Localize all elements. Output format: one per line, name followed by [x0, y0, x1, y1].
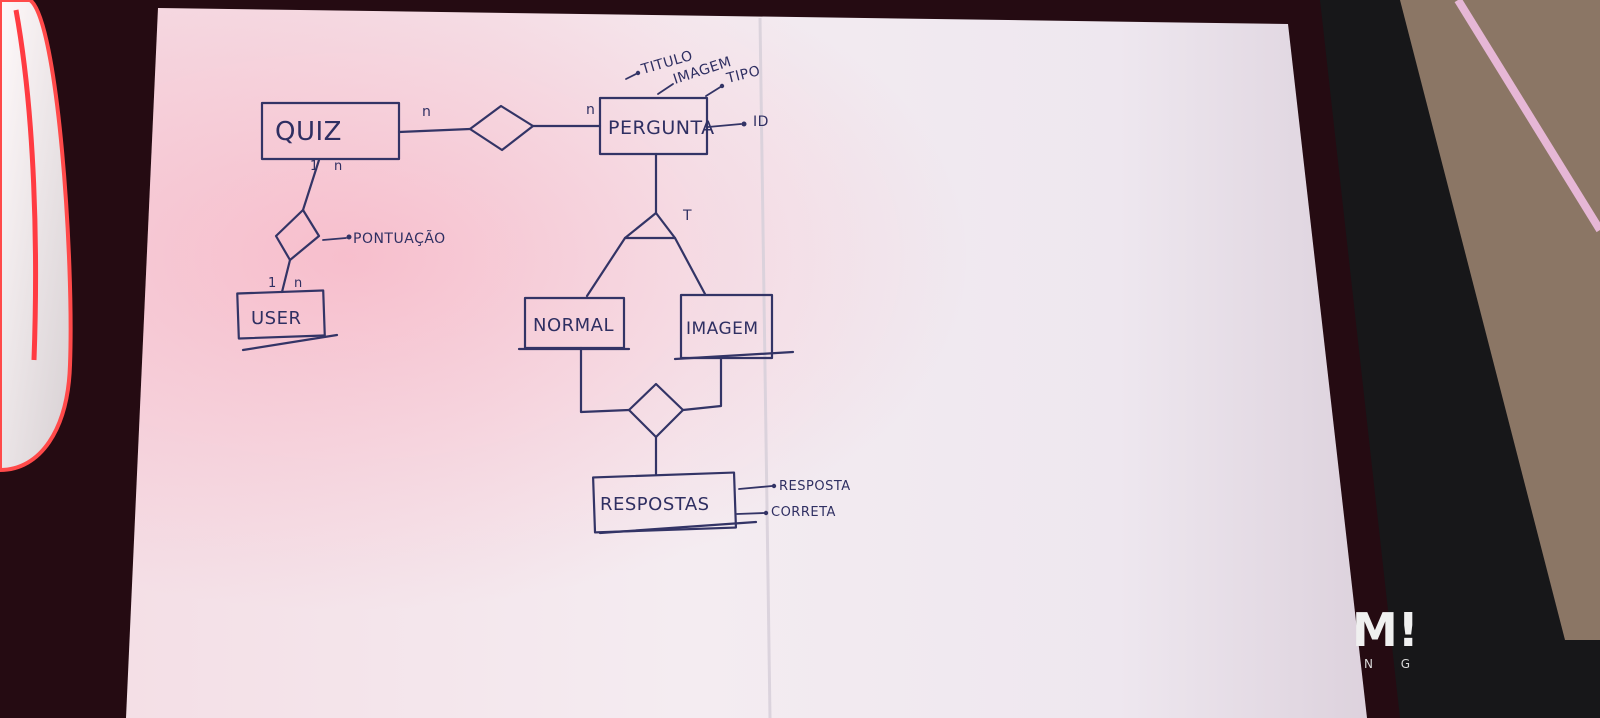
- pontuacao-attribute-dot: [346, 234, 352, 240]
- correta-attribute-line: [736, 512, 765, 515]
- specialization-to-imagem-line: [673, 236, 707, 296]
- id-attribute-dot: [741, 121, 747, 127]
- er-diagram: QUIZ PERGUNTA USER NORMAL IMAGEM RESPOST…: [236, 48, 851, 535]
- specialization-to-normal-line: [585, 236, 627, 298]
- pink-cable: [1454, 0, 1600, 233]
- specialization-triangle: [623, 211, 677, 240]
- paper-fold: [758, 17, 772, 718]
- imagem-to-answer-relationship-line: [681, 356, 723, 412]
- user-cardinality-n: n: [294, 276, 303, 291]
- tipo-attribute-dot: [719, 83, 725, 89]
- normal-entity-label: NORMAL: [533, 315, 614, 336]
- titulo-attribute-line: [625, 72, 639, 80]
- resposta-attribute-dot: [771, 483, 777, 489]
- resposta-attribute-label: RESPOSTA: [779, 479, 851, 494]
- imagem-entity-box: [679, 293, 774, 360]
- respostas-entity-box: [592, 471, 738, 534]
- quiz-user-cardinality-n: n: [334, 159, 343, 174]
- wooden-desk-edge: [1400, 0, 1600, 640]
- quiz-entity-label: QUIZ: [275, 117, 342, 147]
- quiz-user-relationship-diamond: [274, 208, 321, 262]
- quiz-to-user-relationship-line: [301, 158, 321, 212]
- specialization-label: T: [682, 208, 692, 224]
- id-attribute-label: ID: [753, 114, 769, 130]
- user-entity-label: USER: [251, 308, 301, 329]
- user-entity-box: [236, 289, 326, 340]
- mouse: [0, 0, 73, 473]
- imagem-attribute-line: [657, 83, 674, 95]
- correta-attribute-label: CORRETA: [771, 505, 836, 520]
- user-cardinality-one: 1: [268, 276, 277, 291]
- normal-to-answer-relationship-line: [579, 346, 631, 414]
- imagem-entity-label: IMAGEM: [686, 319, 759, 339]
- imagem-underline: [673, 350, 795, 361]
- logo-text: M!: [1352, 603, 1419, 657]
- logo-subtext: N G: [1364, 657, 1422, 671]
- paper-sheet: [126, 8, 1367, 718]
- resposta-attribute-line: [738, 485, 773, 490]
- pontuacao-attribute-line: [322, 237, 347, 241]
- titulo-attribute-dot: [635, 70, 641, 76]
- respostas-entity-label: RESPOSTAS: [600, 494, 710, 515]
- relationship-to-user-line: [280, 258, 292, 294]
- id-attribute-line: [707, 123, 742, 128]
- background-logo: M! N G: [1352, 603, 1422, 671]
- quiz-user-cardinality-one: 1: [310, 159, 319, 174]
- user-underline: [241, 333, 339, 352]
- respostas-underline: [598, 520, 758, 535]
- pergunta-entity-label: PERGUNTA: [608, 117, 715, 139]
- pontuacao-attribute-label: PONTUAÇÃO: [353, 230, 446, 247]
- tipo-attribute-line: [705, 85, 723, 97]
- quiz-pergunta-cardinality-right: n: [586, 102, 595, 118]
- quiz-pergunta-cardinality-left: n: [422, 104, 431, 120]
- quiz-to-relationship-line: [397, 127, 472, 134]
- correta-attribute-dot: [763, 510, 769, 516]
